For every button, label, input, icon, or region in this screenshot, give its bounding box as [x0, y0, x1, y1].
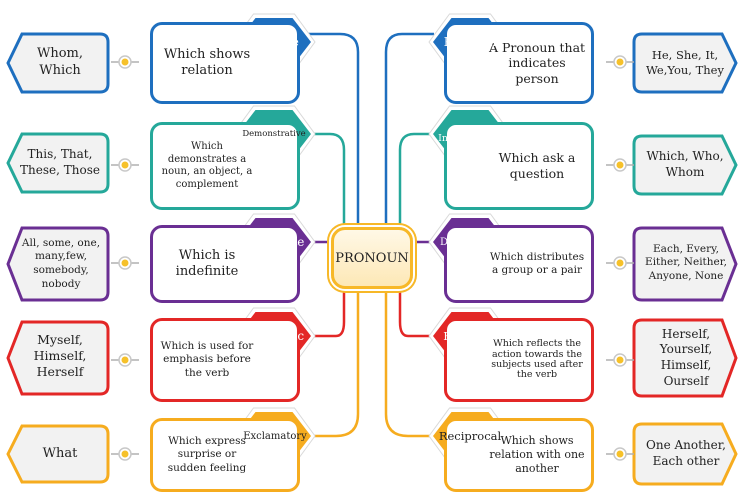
- type-label-reflexive: Reflexive: [443, 329, 497, 343]
- knob-right-reflexive-dot: [616, 356, 624, 364]
- connector-right-interrogative: [398, 132, 432, 227]
- definition-box-emphatic: Which is used for emphasis before the ve…: [150, 318, 300, 402]
- definition-box-reciprocal: Which shows relation with one another: [444, 418, 594, 492]
- center-label: PRONOUN: [335, 250, 409, 266]
- center-node-pronoun: PRONOUN: [331, 227, 413, 289]
- knob-left-relative-dot: [121, 58, 129, 66]
- definition-box-personal: A Pronoun that indicates person: [444, 22, 594, 104]
- example-text-reflexive: Herself, Yourself, Himself, Ourself: [659, 326, 713, 388]
- definition-text-personal: A Pronoun that indicates person: [488, 39, 586, 86]
- example-text-reciprocal: One Another, Each other: [646, 438, 726, 468]
- type-label-exclamatory: Exclamatory: [243, 430, 307, 442]
- definition-box-distributive: Which distributes a group or a pair: [444, 225, 594, 303]
- knob-right-interrogative-dot: [616, 161, 624, 169]
- connector-right-reflexive: [398, 289, 434, 338]
- example-tag-emphatic: Myself, Himself, Herself: [20, 326, 100, 386]
- definition-text-reflexive: Which reflects the action towards the su…: [491, 338, 583, 381]
- example-tag-interrogative: Which, Who, Whom: [640, 140, 730, 190]
- connector-right-reciprocal: [384, 289, 434, 438]
- example-text-exclamatory: What: [42, 445, 78, 461]
- knob-left-demonstrative-dot: [121, 161, 129, 169]
- example-tag-shape-exclamatory: [6, 424, 110, 484]
- example-tag-reflexive: Herself, Yourself, Himself, Ourself: [640, 322, 732, 394]
- example-tag-personal: He, She, It, We,You, They: [640, 38, 730, 88]
- knob-left-indefinite-dot: [121, 259, 129, 267]
- definition-box-exclamatory: Which express surprise or sudden feeling: [150, 418, 300, 492]
- connector-left-demonstrative: [312, 132, 346, 227]
- example-tag-reciprocal: One Another, Each other: [640, 428, 732, 480]
- example-tag-shape-relative: [6, 32, 110, 94]
- example-text-relative: Whom, Which: [36, 46, 84, 78]
- example-text-demonstrative: This, That, These, Those: [20, 147, 100, 177]
- definition-box-reflexive: Which reflects the action towards the su…: [444, 318, 594, 402]
- definition-text-distributive: Which distributes a group or a pair: [489, 250, 585, 276]
- example-text-distributive: Each, Every, Either, Neither, Anyone, No…: [645, 242, 727, 282]
- example-tag-shape-distributive: [632, 226, 738, 302]
- example-tag-demonstrative: This, That, These, Those: [18, 138, 102, 188]
- connector-right-personal: [384, 32, 434, 227]
- example-tag-shape-reflexive: [632, 318, 738, 398]
- type-label-interrogative: Interrogative: [438, 132, 502, 144]
- knob-right-personal-dot: [616, 58, 624, 66]
- knob-left-exclamatory-dot: [121, 450, 129, 458]
- connector-left-emphatic: [310, 289, 346, 338]
- definition-box-interrogative: Which ask a question: [444, 122, 594, 210]
- type-label-distributive: Distributive: [440, 236, 500, 248]
- definition-text-demonstrative: Which demonstrates a noun, an object, a …: [161, 141, 253, 190]
- example-tag-shape-demonstrative: [6, 132, 110, 194]
- type-label-relative: Relative: [249, 35, 299, 49]
- knob-right-distributive-dot: [616, 259, 624, 267]
- knob-right-reciprocal-dot: [616, 450, 624, 458]
- type-label-indefinite: Indefinite: [245, 235, 305, 249]
- type-label-emphatic: Emphatic: [245, 329, 305, 343]
- example-text-personal: He, She, It, We,You, They: [646, 48, 724, 77]
- example-tag-exclamatory: What: [20, 430, 100, 478]
- example-tag-shape-indefinite: [6, 226, 110, 302]
- example-text-indefinite: All, some, one, many,few, somebody, nobo…: [21, 236, 101, 290]
- type-label-personal: Personal: [443, 35, 497, 49]
- example-tag-shape-emphatic: [6, 320, 110, 396]
- definition-box-indefinite: Which is indefinite: [150, 225, 300, 303]
- example-tag-distributive: Each, Every, Either, Neither, Anyone, No…: [640, 232, 732, 294]
- example-tag-shape-personal: [632, 32, 738, 94]
- type-label-reciprocal: Reciprocal: [438, 429, 502, 443]
- definition-text-reciprocal: Which shows relation with one another: [489, 434, 585, 475]
- example-text-interrogative: Which, Who, Whom: [646, 149, 724, 179]
- definition-text-indefinite: Which is indefinite: [175, 247, 239, 279]
- definition-box-relative: Which shows relation: [150, 22, 300, 104]
- example-tag-indefinite: All, some, one, many,few, somebody, nobo…: [18, 232, 104, 296]
- example-tag-relative: Whom, Which: [20, 38, 100, 88]
- type-label-demonstrative: Demonstrative: [242, 129, 306, 139]
- example-text-emphatic: Myself, Himself, Herself: [33, 331, 87, 380]
- definition-text-interrogative: Which ask a question: [498, 150, 576, 181]
- definition-box-demonstrative: Which demonstrates a noun, an object, a …: [150, 122, 300, 210]
- connector-left-relative: [308, 32, 360, 227]
- definition-text-emphatic: Which is used for emphasis before the ve…: [160, 340, 254, 379]
- definition-text-relative: Which shows relation: [163, 46, 251, 78]
- connector-left-exclamatory: [312, 289, 360, 438]
- definition-text-exclamatory: Which express surprise or sudden feeling: [167, 435, 247, 474]
- knob-left-emphatic-dot: [121, 356, 129, 364]
